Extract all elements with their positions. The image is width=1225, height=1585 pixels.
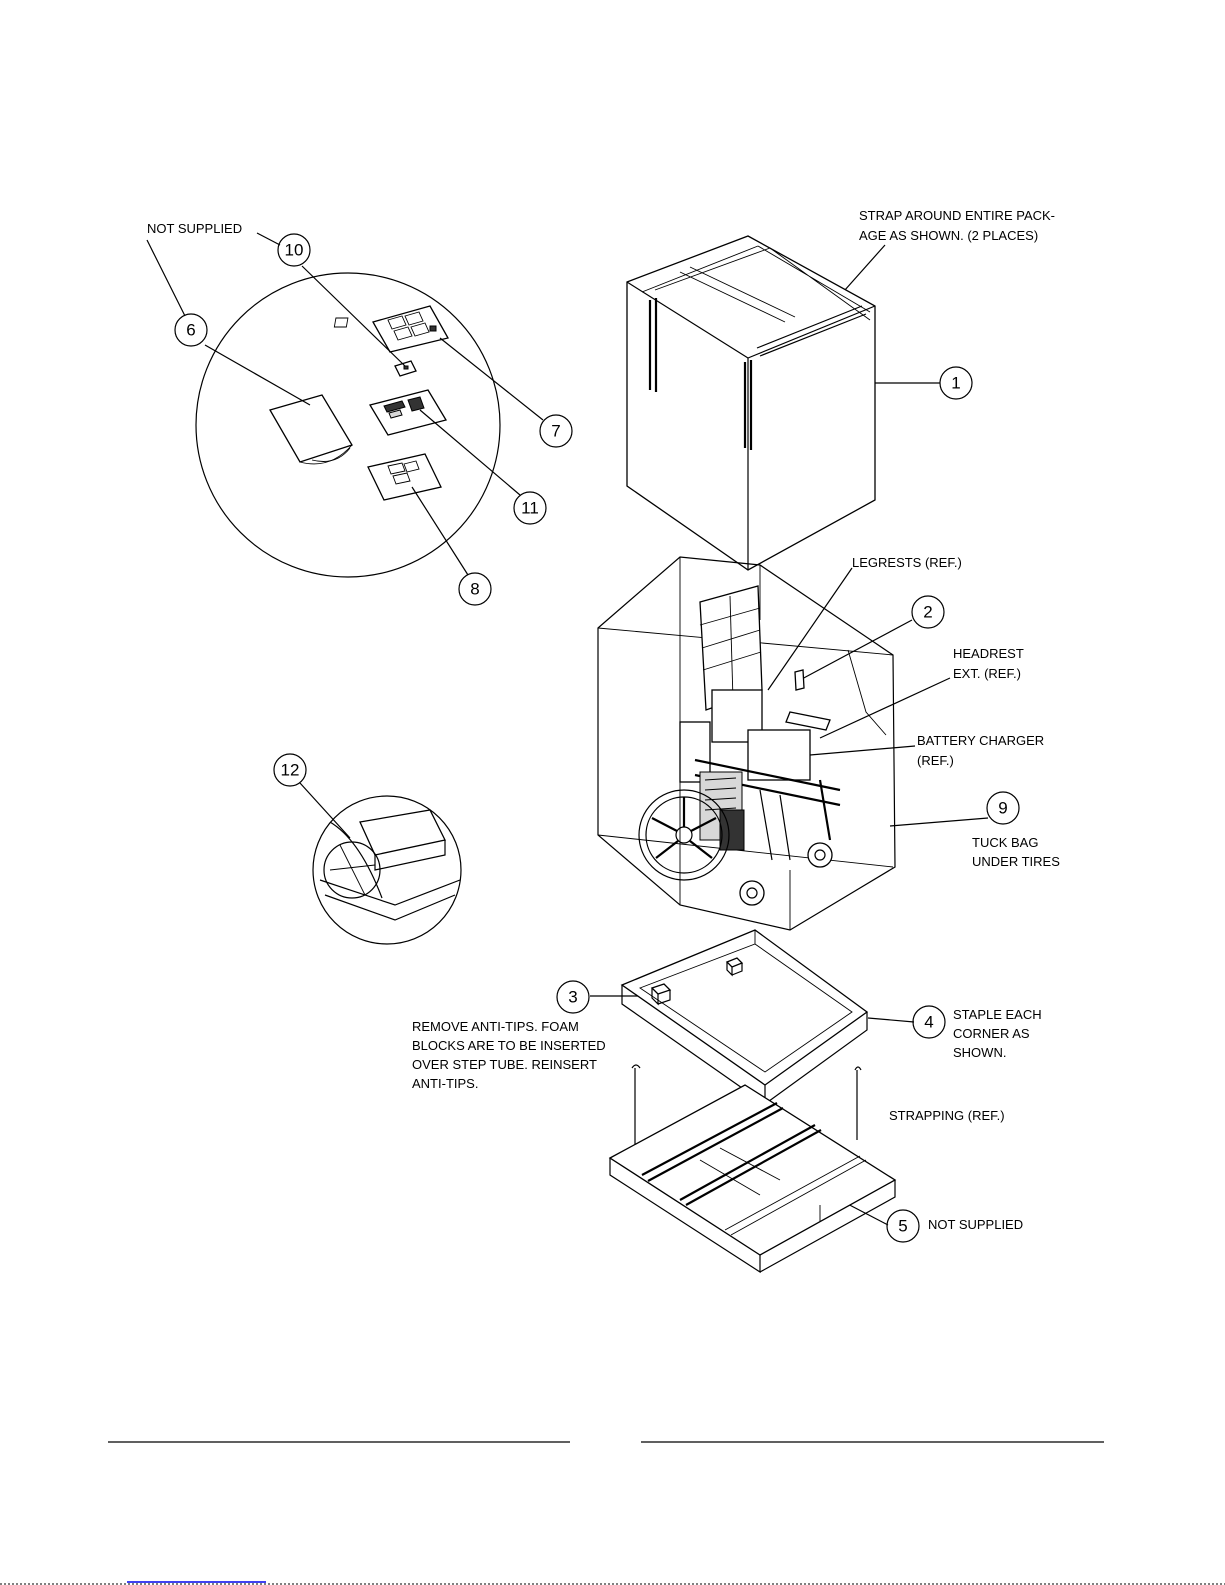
callout-2-number: 2: [923, 603, 932, 622]
callout-9-number: 9: [998, 799, 1007, 818]
remove-anti-tips-line1: REMOVE ANTI-TIPS. FOAM: [412, 1019, 579, 1034]
callout-1-number: 1: [951, 374, 960, 393]
callout-6: 6: [174, 313, 208, 347]
callout-3-number: 3: [568, 988, 577, 1007]
callout-12-number: 12: [281, 761, 300, 780]
callout-6-number: 6: [186, 321, 195, 340]
legrests-label: LEGRESTS (REF.): [852, 555, 962, 570]
remove-anti-tips-line4: ANTI-TIPS.: [412, 1076, 478, 1091]
strapping-label: STRAPPING (REF.): [889, 1108, 1005, 1123]
callout-8-number: 8: [470, 580, 479, 599]
accessories-detail-view: [195, 272, 501, 578]
card-item-7: [333, 305, 449, 353]
callout-7-number: 7: [551, 422, 560, 441]
staple-label-line2: CORNER AS: [953, 1026, 1030, 1041]
card-item-11: [368, 389, 448, 436]
callout-1: 1: [939, 366, 973, 400]
callout-10: 10: [277, 233, 311, 267]
callout-7: 7: [539, 414, 573, 448]
bag-item: [269, 394, 353, 465]
carton-box: [626, 235, 876, 571]
tag-item-10: [394, 360, 417, 377]
foam-blocks: [650, 957, 744, 1006]
callout-5: 5: [886, 1209, 920, 1243]
tuck-bag-label-line2: UNDER TIRES: [972, 854, 1060, 869]
staple-label-line3: SHOWN.: [953, 1045, 1006, 1060]
callout-3: 3: [556, 980, 590, 1014]
bagged-wheelchair: [597, 556, 896, 931]
tuck-bag-label-line1: TUCK BAG: [972, 835, 1038, 850]
callout-11-number: 11: [521, 499, 539, 518]
corrugated-tray: [620, 929, 869, 1106]
callout-11: 11: [513, 491, 547, 525]
callout-4-number: 4: [924, 1013, 933, 1032]
battery-charger-label-line1: BATTERY CHARGER: [917, 733, 1044, 748]
strap-label-line1: STRAP AROUND ENTIRE PACK-: [859, 208, 1055, 223]
pallet: [608, 1084, 897, 1274]
battery-charger-label-line2: (REF.): [917, 753, 954, 768]
callout-9: 9: [986, 791, 1020, 825]
headrest-label-line2: EXT. (REF.): [953, 666, 1021, 681]
not-supplied-label-bottom: NOT SUPPLIED: [928, 1217, 1023, 1232]
foam-block-detail-view: [312, 795, 462, 945]
callout-12: 12: [273, 753, 307, 787]
remove-anti-tips-line2: BLOCKS ARE TO BE INSERTED: [412, 1038, 606, 1053]
callout-10-number: 10: [285, 241, 304, 260]
strap-label-line2: AGE AS SHOWN. (2 PLACES): [859, 228, 1038, 243]
card-item-8: [367, 453, 442, 501]
callout-5-number: 5: [898, 1217, 907, 1236]
headrest-label-line1: HEADREST: [953, 646, 1024, 661]
not-supplied-label-top: NOT SUPPLIED: [147, 221, 242, 236]
callout-8: 8: [458, 572, 492, 606]
remove-anti-tips-line3: OVER STEP TUBE. REINSERT: [412, 1057, 597, 1072]
staple-label-line1: STAPLE EACH: [953, 1007, 1042, 1022]
wheelchair: [638, 585, 841, 906]
callout-2: 2: [911, 595, 945, 629]
callout-4: 4: [912, 1005, 946, 1039]
